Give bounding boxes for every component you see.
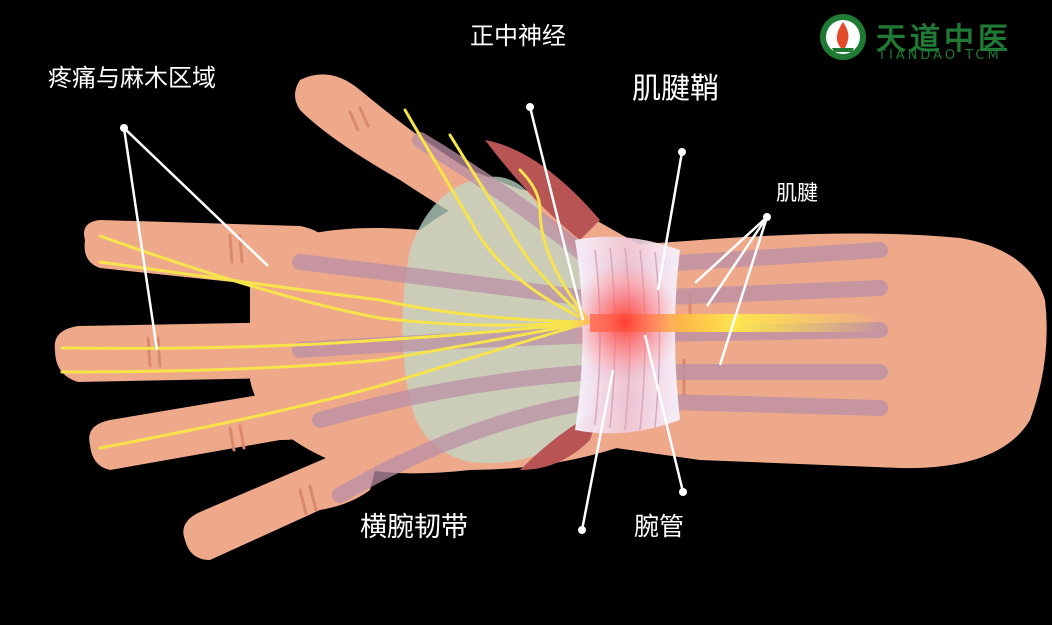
inflammation-spot [570,262,680,382]
label-transverse-carpal-ligament: 横腕韧带 [360,512,468,543]
label-median-nerve: 正中神经 [470,22,566,50]
logo-english-text: TIANDAO TCM [878,48,1002,63]
tiandao-tcm-logo: 天道中医 TIANDAO TCM [818,12,1038,64]
skin-creases [146,106,692,516]
pointer-dots [120,103,771,534]
label-pain-numb-area: 疼痛与麻木区域 [48,64,216,92]
label-tendon: 肌腱 [776,181,818,205]
label-tendon-sheath: 肌腱鞘 [624,70,728,107]
median-nerve-branches [60,108,592,450]
label-carpal-tunnel: 腕管 [634,512,685,541]
pointer-lines [122,106,769,531]
logo-emblem-icon [820,14,866,60]
logo-chinese-text: 天道中医 [876,22,1012,57]
